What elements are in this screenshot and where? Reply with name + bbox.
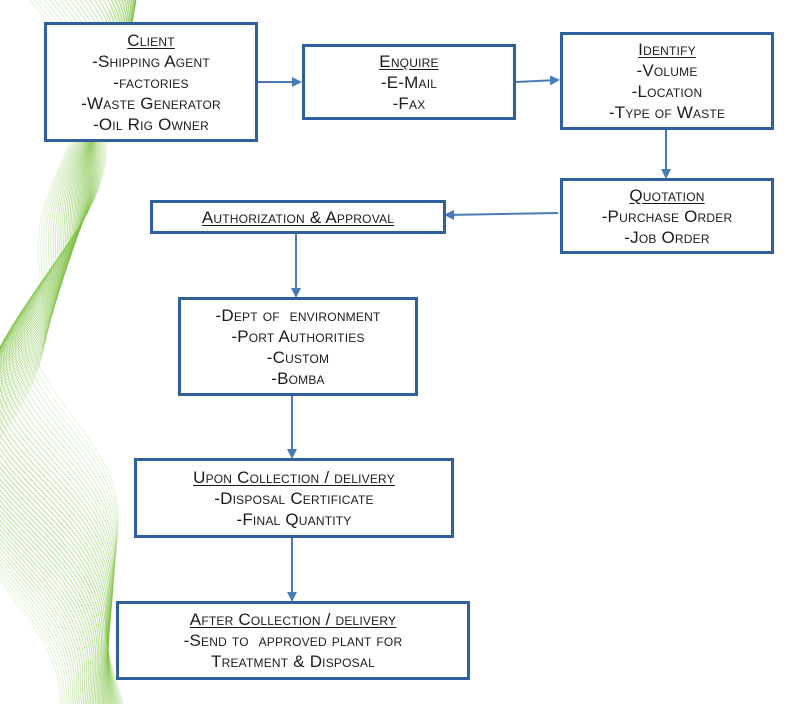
client-box: Client -Shipping Agent -factories -Waste… bbox=[44, 22, 258, 142]
after-collection-box: After Collection / delivery -Send to app… bbox=[116, 601, 470, 680]
quotation-line-job-order: -Job Order bbox=[624, 227, 710, 247]
upon-collection-box: Upon Collection / delivery -Disposal Cer… bbox=[134, 458, 454, 538]
after-line-send-to-plant: -Send to approved plant for bbox=[183, 631, 403, 650]
upon-line-final-quantity: -Final Quantity bbox=[236, 509, 352, 529]
identify-line-location: -Location bbox=[631, 82, 703, 101]
dept-line-bomba: -Bomba bbox=[271, 368, 325, 388]
client-line-factories: -factories bbox=[113, 72, 189, 92]
authorization-approval-title: Authorization & Approval bbox=[201, 207, 395, 227]
after-collection-title: After Collection / delivery bbox=[189, 610, 397, 629]
arrow-quotation-to-authorization bbox=[444, 209, 559, 220]
arrow-enquire-to-identify bbox=[515, 75, 560, 86]
dept-line-custom: -Custom bbox=[266, 347, 330, 367]
client-line-shipping-agent: -Shipping Agent bbox=[92, 51, 210, 71]
dept-line-environment: -Dept of environment bbox=[215, 305, 381, 325]
client-line-oil-rig-owner: -Oil Rig Owner bbox=[93, 114, 209, 134]
identify-line-volume: -Volume bbox=[636, 61, 698, 80]
enquire-line-email: -E-Mail bbox=[380, 72, 438, 92]
dept-line-port-authorities: -Port Authorities bbox=[231, 326, 365, 346]
identify-title: Identify bbox=[638, 40, 696, 59]
identify-line-type-of-waste: -Type of Waste bbox=[608, 103, 726, 122]
enquire-box: Enquire -E-Mail -Fax bbox=[302, 44, 516, 120]
quotation-line-purchase-order: -Purchase Order bbox=[601, 206, 733, 226]
upon-line-disposal-certificate: -Disposal Certificate bbox=[214, 488, 374, 508]
identify-box: Identify -Volume -Location -Type of Wast… bbox=[560, 32, 774, 130]
client-line-waste-generator: -Waste Generator bbox=[81, 93, 221, 113]
client-title: Client bbox=[127, 30, 175, 50]
upon-collection-title: Upon Collection / delivery bbox=[193, 467, 395, 487]
authorization-approval-box: Authorization & Approval bbox=[150, 200, 446, 234]
enquire-line-fax: -Fax bbox=[392, 93, 426, 113]
enquire-title: Enquire bbox=[379, 51, 439, 71]
quotation-box: Quotation -Purchase Order -Job Order bbox=[560, 178, 774, 254]
quotation-title: Quotation bbox=[629, 185, 705, 205]
departments-box: -Dept of environment -Port Authorities -… bbox=[178, 297, 418, 396]
after-line-treatment-disposal: Treatment & Disposal bbox=[211, 652, 375, 671]
